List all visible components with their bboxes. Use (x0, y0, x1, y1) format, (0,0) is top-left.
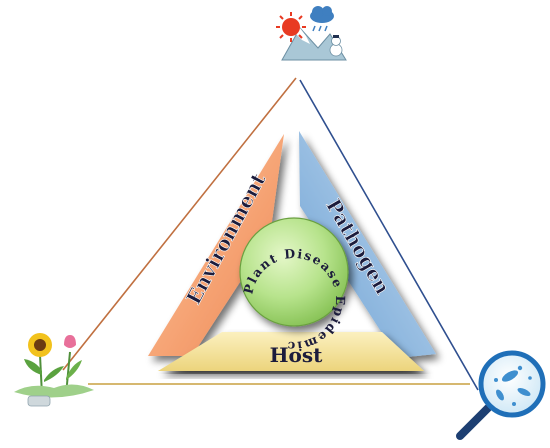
environment-connector-line (62, 77, 297, 371)
pathogen-connector-line (299, 79, 479, 391)
sun-icon (276, 12, 306, 42)
sunflower-icon (28, 333, 52, 357)
environment-segment (148, 134, 284, 356)
tulip-icon (64, 335, 76, 348)
rain-cloud-icon (310, 6, 334, 32)
center-circle (239, 217, 349, 327)
host-segment-base (158, 332, 424, 371)
weather-icon (276, 6, 347, 61)
host-label: Host (270, 343, 323, 367)
pathogen-segment (299, 131, 436, 358)
microbe-icon (494, 365, 532, 406)
plants-icon (14, 333, 94, 407)
magnifier-microbe-icon (456, 350, 546, 440)
snowman-icon (329, 35, 343, 57)
